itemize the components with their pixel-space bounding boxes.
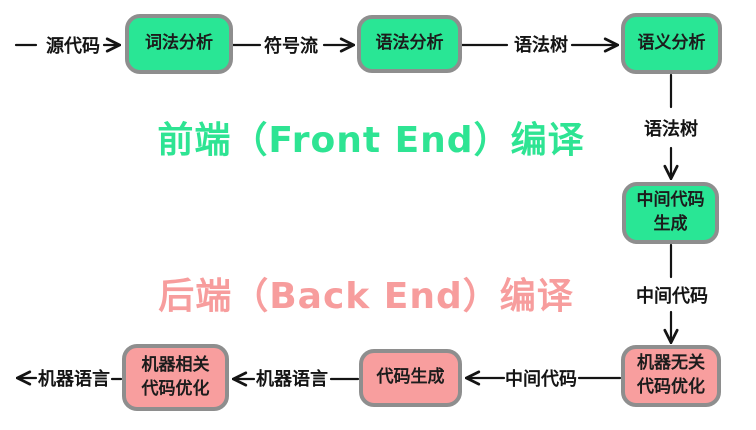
edge-label-source-code: 源代码 [46,36,100,57]
node-semantic-analysis: 语义分析 [621,13,722,74]
edge-label-machine-language-out: 机器语言 [38,369,110,390]
edge-label-intermediate-code-bottom: 中间代码 [505,369,577,390]
node-code-generation: 代码生成 [359,349,462,407]
edge-label-machine-language-mid: 机器语言 [256,369,328,390]
back-end-section-title: 后端（Back End）编译 [158,276,574,317]
node-lexical-analysis: 词法分析 [125,14,233,74]
front-end-section-title: 前端（Front End）编译 [157,120,585,161]
node-machine-independent-code-optimization: 机器无关 代码优化 [621,345,721,407]
edge-label-syntax-tree-right: 语法树 [644,119,698,140]
node-machine-dependent-code-optimization: 机器相关 代码优化 [122,344,229,411]
node-intermediate-code-generation: 中间代码 生成 [622,182,719,244]
edge-label-syntax-tree-top: 语法树 [514,35,568,56]
node-syntax-analysis: 语法分析 [357,15,462,73]
edge-label-intermediate-code-right: 中间代码 [636,286,708,307]
edge-label-token-stream: 符号流 [264,36,318,57]
